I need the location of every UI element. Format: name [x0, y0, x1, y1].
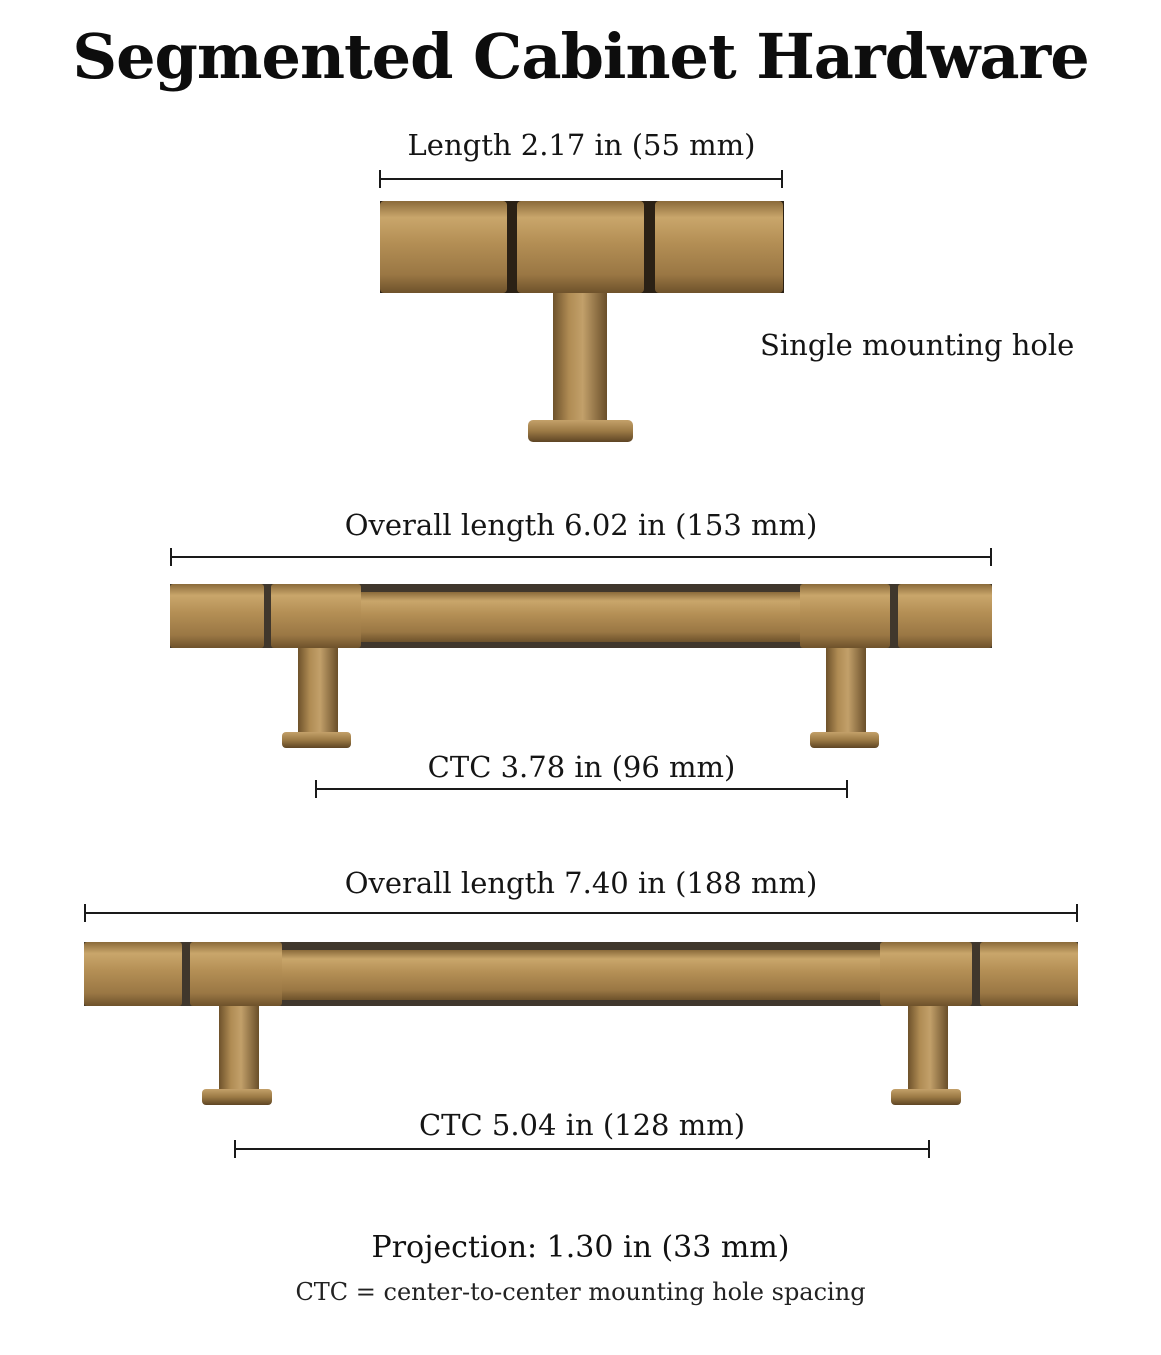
knob-length-label: Length 2.17 in (55 mm)	[407, 128, 756, 162]
projection-label: Projection: 1.30 in (33 mm)	[371, 1230, 790, 1265]
pull-128-ctc-label: CTC 5.04 in (128 mm)	[418, 1108, 746, 1142]
page-title: Segmented Cabinet Hardware	[72, 20, 1089, 93]
pull-128-overall-dimension-line	[84, 904, 1078, 922]
knob-mount-label: Single mounting hole	[760, 328, 1075, 362]
pull-96-illustration	[170, 584, 992, 748]
pull-96-ctc-dimension-line	[315, 780, 848, 798]
knob-illustration	[380, 201, 784, 442]
pull-128-overall-label: Overall length 7.40 in (188 mm)	[344, 866, 818, 900]
pull-96-overall-label: Overall length 6.02 in (153 mm)	[344, 508, 818, 542]
pull-96-ctc-label: CTC 3.78 in (96 mm)	[427, 750, 736, 784]
knob-length-dimension-line	[379, 170, 783, 188]
pull-128-ctc-dimension-line	[234, 1140, 930, 1158]
pull-96-overall-dimension-line	[170, 548, 992, 566]
pull-128-illustration	[84, 942, 1078, 1105]
ctc-footnote: CTC = center-to-center mounting hole spa…	[295, 1278, 866, 1306]
